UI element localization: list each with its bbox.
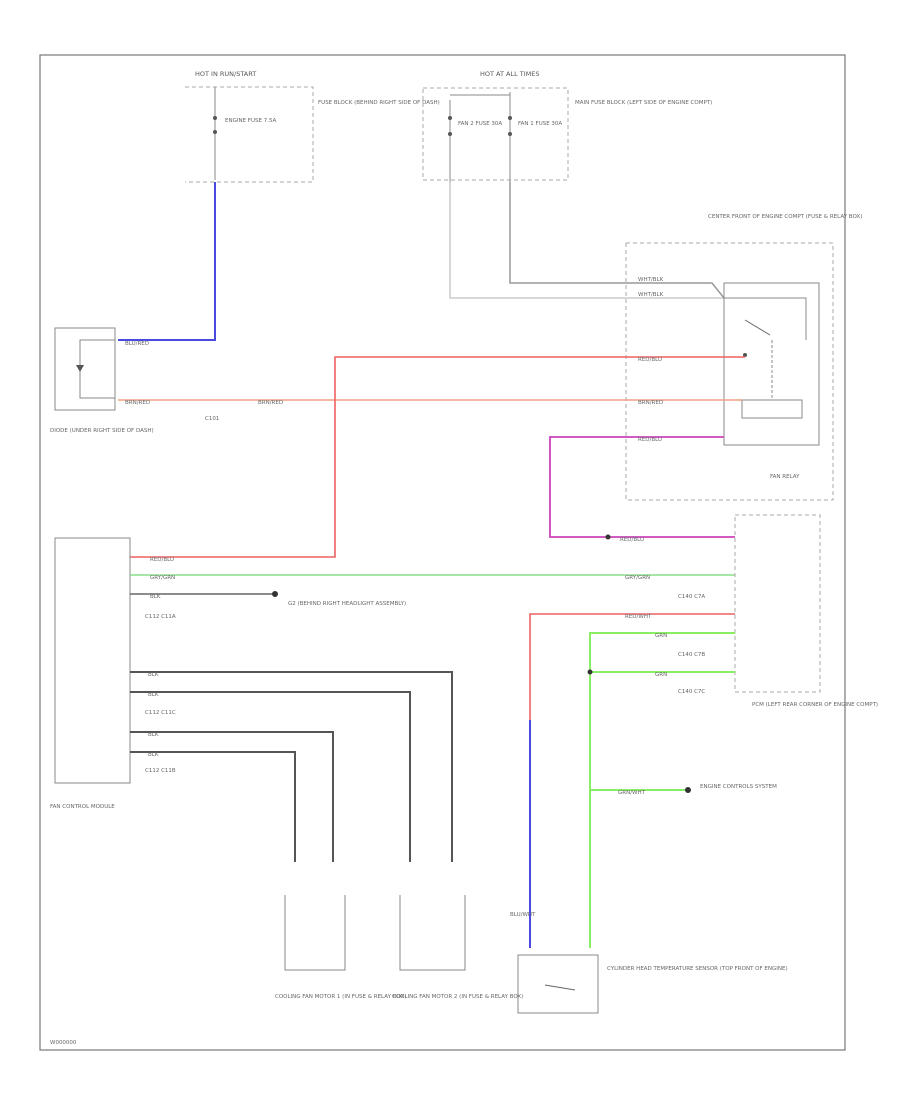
relay-switch [744, 319, 771, 336]
engine-fuse-dot2 [213, 130, 217, 134]
motor-wire-4-label: BLK [148, 752, 159, 758]
wire-wht-blk-1 [449, 182, 724, 299]
wire-wht-blk-label-2: WHT/BLK [638, 292, 664, 298]
wire-grn-label-2: GRN [655, 672, 667, 678]
ground-point [272, 591, 278, 597]
wire-red-blu-pin-label: RED/BLU [620, 537, 644, 543]
connector-c1-label: C112 C11A [145, 614, 176, 620]
wire-grn-wht-label: GRN/WHT [618, 790, 646, 796]
diode-box [54, 327, 116, 411]
motor1-label: COOLING FAN MOTOR 1 (IN FUSE & RELAY BOX… [275, 994, 406, 1000]
connector-p3-label: C140 C7C [678, 689, 705, 695]
motor-wire-3 [130, 731, 334, 862]
relay-coil [741, 399, 803, 419]
motor-wire-2 [130, 691, 411, 862]
fan-control-module-label: FAN CONTROL MODULE [50, 804, 115, 810]
ground-label: G2 (BEHIND RIGHT HEADLIGHT ASSEMBLY) [288, 601, 406, 607]
engine-controls-point [685, 787, 691, 793]
wire-blu-wht-label: BLU/WHT [510, 912, 536, 918]
wire-brn-red-label-1: BRN/RED [125, 400, 150, 406]
center-front-label: CENTER FRONT OF ENGINE COMPT (FUSE & REL… [708, 214, 862, 220]
wire-wht-blk-label-1: WHT/BLK [638, 277, 664, 283]
pcm-label: PCM (LEFT REAR CORNER OF ENGINE COMPT) [752, 702, 878, 708]
engine-controls-label: ENGINE CONTROLS SYSTEM [700, 784, 777, 790]
motor2-label: COOLING FAN MOTOR 2 (IN FUSE & RELAY BOX… [392, 994, 523, 1000]
c-split-label: C101 [205, 416, 219, 422]
grn-splice [587, 669, 593, 675]
connector-c2-label: C112 C11C [145, 710, 176, 716]
fan-control-module-box [54, 537, 131, 784]
fan1-fuse-label: FAN 1 FUSE 30A [518, 121, 562, 127]
wire-grn-label-1: GRN [655, 633, 667, 639]
sensor-element [544, 984, 576, 991]
wire-grn [589, 632, 735, 948]
wire-brn-red-label-3: BRN/RED [638, 400, 663, 406]
wire-blu-red-label: BLU/RED [125, 341, 149, 347]
connector-p2-label: C140 C7B [678, 652, 705, 658]
wire-brn-red-label-2: BRN/RED [258, 400, 283, 406]
hot-run-start-label: HOT IN RUN/START [195, 70, 256, 78]
wire-red-blu-pcm [549, 436, 735, 538]
motor1-box [284, 895, 346, 971]
pcm-box [734, 514, 821, 693]
relay-feed [724, 297, 807, 340]
wire-red-blu-label-2: RED/BLU [150, 557, 174, 563]
outer-frame [39, 54, 846, 1051]
wire-red-wht-label: RED/WHT [625, 614, 652, 620]
sensor-box [517, 954, 599, 1014]
diode-loop [79, 339, 115, 399]
main-fuse-block-label: MAIN FUSE BLOCK (LEFT SIDE OF ENGINE COM… [575, 100, 712, 106]
wire-wht-blk-2 [509, 182, 725, 299]
fan2-fuse-label: FAN 2 FUSE 30A [458, 121, 502, 127]
connector-p1-label: C140 C7A [678, 594, 705, 600]
wire-blk-label: BLK [150, 594, 161, 600]
fan-relay-label: FAN RELAY [770, 474, 800, 480]
splice-dot [605, 534, 611, 540]
wire-red-wht [529, 613, 735, 720]
diode-symbol [76, 365, 84, 372]
diode-label: DIODE (UNDER RIGHT SIDE OF DASH) [50, 428, 154, 434]
engine-fuse-dot1 [213, 116, 217, 120]
fan1-fuse-dot2 [508, 132, 512, 136]
connector-c3-label: C112 C11B [145, 768, 176, 774]
motor-wire-4 [130, 751, 296, 862]
wire-gry-grn-label-1: GRY/GRN [150, 575, 175, 581]
motor-wire-2-label: BLK [148, 692, 159, 698]
fuse-block-dash-label: FUSE BLOCK (BEHIND RIGHT SIDE OF DASH) [318, 100, 440, 106]
motor-wire-1-label: BLK [148, 672, 159, 678]
wire-blu-red [118, 182, 216, 341]
motor-wire-1 [130, 671, 453, 862]
figure-id: W000000 [50, 1040, 77, 1046]
main-fuse-block-box [422, 87, 569, 181]
fan1-fuse-dot1 [508, 116, 512, 120]
wire-red-blu-label-3: RED/BLU [638, 437, 662, 443]
fan2-fuse-dot1 [448, 116, 452, 120]
fan-relay-box [723, 282, 820, 446]
motor2-box [399, 895, 466, 971]
sensor-label: CYLINDER HEAD TEMPERATURE SENSOR (TOP FR… [607, 966, 788, 972]
motor-wire-3-label: BLK [148, 732, 159, 738]
hot-all-times-label: HOT AT ALL TIMES [480, 70, 540, 78]
engine-fuse-label: ENGINE FUSE 7.5A [225, 118, 276, 124]
fan2-fuse-dot2 [448, 132, 452, 136]
fuse-block-dash-box [185, 86, 314, 183]
fuse-relay-box [625, 242, 834, 501]
wire-gry-grn-label-2: GRY/GRN [625, 575, 650, 581]
wire-red-blu [130, 356, 745, 558]
wire-red-blu-label-1: RED/BLU [638, 357, 662, 363]
relay-contact [743, 353, 747, 357]
